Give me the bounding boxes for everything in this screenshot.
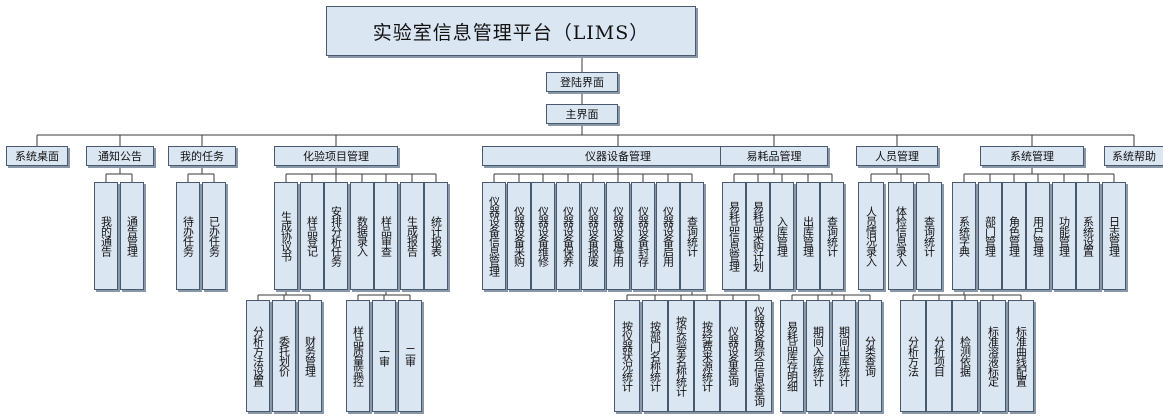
module-4-item-1-sub-3: 财务管理 [298, 300, 322, 412]
module-8-item-5: 功能管理 [1052, 182, 1076, 290]
module-8-item-1-sub-5: 标准曲线配置 [1008, 300, 1034, 412]
module-6-item-5-sub-2: 期间入库统计 [806, 300, 830, 412]
module-4-item-5-sub-1: 样品质量监控 [346, 300, 370, 412]
module-4-item-1-sub-1: 分析方法设置 [246, 300, 270, 412]
module-8: 系统管理 [980, 146, 1084, 166]
module-4-item-5: 样品审查 [374, 182, 398, 290]
module-5-item-9-sub-3: 按实验室名称统计 [668, 300, 694, 412]
module-8-item-1: 系统字典 [952, 182, 976, 290]
module-5-item-9-sub-4: 按经费来源统计 [694, 300, 720, 412]
module-3: 我的任务 [168, 146, 236, 166]
module-5-item-2: 仪器设备采购 [507, 182, 531, 290]
module-8-item-4: 用户管理 [1026, 182, 1050, 290]
module-5-item-7: 仪器设备封存 [631, 182, 655, 290]
module-8-item-1-sub-3: 检测依据 [952, 300, 978, 412]
module-5-item-6: 仪器设备停用 [606, 182, 630, 290]
module-4-item-3: 安排分析任务 [324, 182, 348, 290]
module-5-item-5: 仪器设备报废 [581, 182, 605, 290]
module-1: 系统桌面 [6, 146, 68, 166]
module-6-item-4: 出库管理 [796, 182, 820, 290]
module-5-item-9: 查询统计 [680, 182, 704, 290]
module-6-item-5-sub-3: 期间出库统计 [832, 300, 856, 412]
module-6-item-5-sub-4: 分类查询 [858, 300, 882, 412]
module-5-item-3: 仪器设备维修 [531, 182, 555, 290]
module-8-item-6: 系统设置 [1076, 182, 1100, 290]
main-node: 主界面 [546, 104, 618, 124]
module-8-item-7: 日志管理 [1102, 182, 1126, 290]
module-3-item-2: 已办任务 [202, 182, 226, 290]
module-7: 人员管理 [856, 146, 938, 166]
module-4-item-1: 生成协议书 [274, 182, 298, 290]
module-2-item-1: 我的通告 [94, 182, 118, 290]
module-5-item-9-sub-5: 仪器设备查询 [720, 300, 746, 412]
module-9: 系统帮助 [1104, 146, 1163, 166]
module-6-item-2: 易耗品采购计划 [746, 182, 770, 290]
module-8-item-3: 角色管理 [1002, 182, 1026, 290]
module-5-item-8: 仪器设备启用 [656, 182, 680, 290]
module-2-item-2: 通告管理 [120, 182, 144, 290]
module-6-item-3: 入库管理 [770, 182, 794, 290]
module-8-item-2: 部门管理 [978, 182, 1002, 290]
module-6-item-5: 查询统计 [820, 182, 844, 290]
module-5: 仪器设备管理 [482, 146, 754, 166]
module-6-item-5-sub-1: 易耗品库存明细 [780, 300, 804, 412]
module-2: 通知公告 [86, 146, 154, 166]
module-6-item-1: 易耗品信息管理 [722, 182, 746, 290]
module-4-item-5-sub-2: 一审 [372, 300, 396, 412]
module-3-item-1: 待办任务 [176, 182, 200, 290]
module-4: 化验项目管理 [274, 146, 398, 166]
module-8-item-1-sub-1: 分析方法 [900, 300, 926, 412]
root-title: 实验室信息管理平台（LIMS） [326, 6, 696, 56]
login-node: 登陆界面 [546, 72, 618, 92]
module-7-item-2: 体检信息录入 [888, 182, 914, 290]
module-6: 易耗品管理 [720, 146, 828, 166]
module-4-item-1-sub-2: 委托划价 [272, 300, 296, 412]
module-5-item-9-sub-6: 仪器设备综合信息查询 [746, 300, 772, 412]
module-5-item-9-sub-2: 按部门名称统计 [642, 300, 668, 412]
module-5-item-1: 仪器设备信息管理 [482, 182, 506, 290]
module-7-item-3: 查询统计 [916, 182, 942, 290]
module-5-item-4: 仪器设备保养 [556, 182, 580, 290]
module-4-item-7: 统计报表 [424, 182, 448, 290]
module-8-item-1-sub-2: 分析项目 [926, 300, 952, 412]
module-4-item-6: 生成报告 [400, 182, 424, 290]
module-7-item-1: 人员情况录入 [858, 182, 884, 290]
module-5-item-9-sub-1: 按仪器状况统计 [614, 300, 640, 412]
module-4-item-4: 数据录入 [350, 182, 374, 290]
module-8-item-1-sub-4: 标准溶液标定 [980, 300, 1006, 412]
module-4-item-2: 样品登记 [300, 182, 324, 290]
module-4-item-5-sub-3: 二审 [398, 300, 422, 412]
